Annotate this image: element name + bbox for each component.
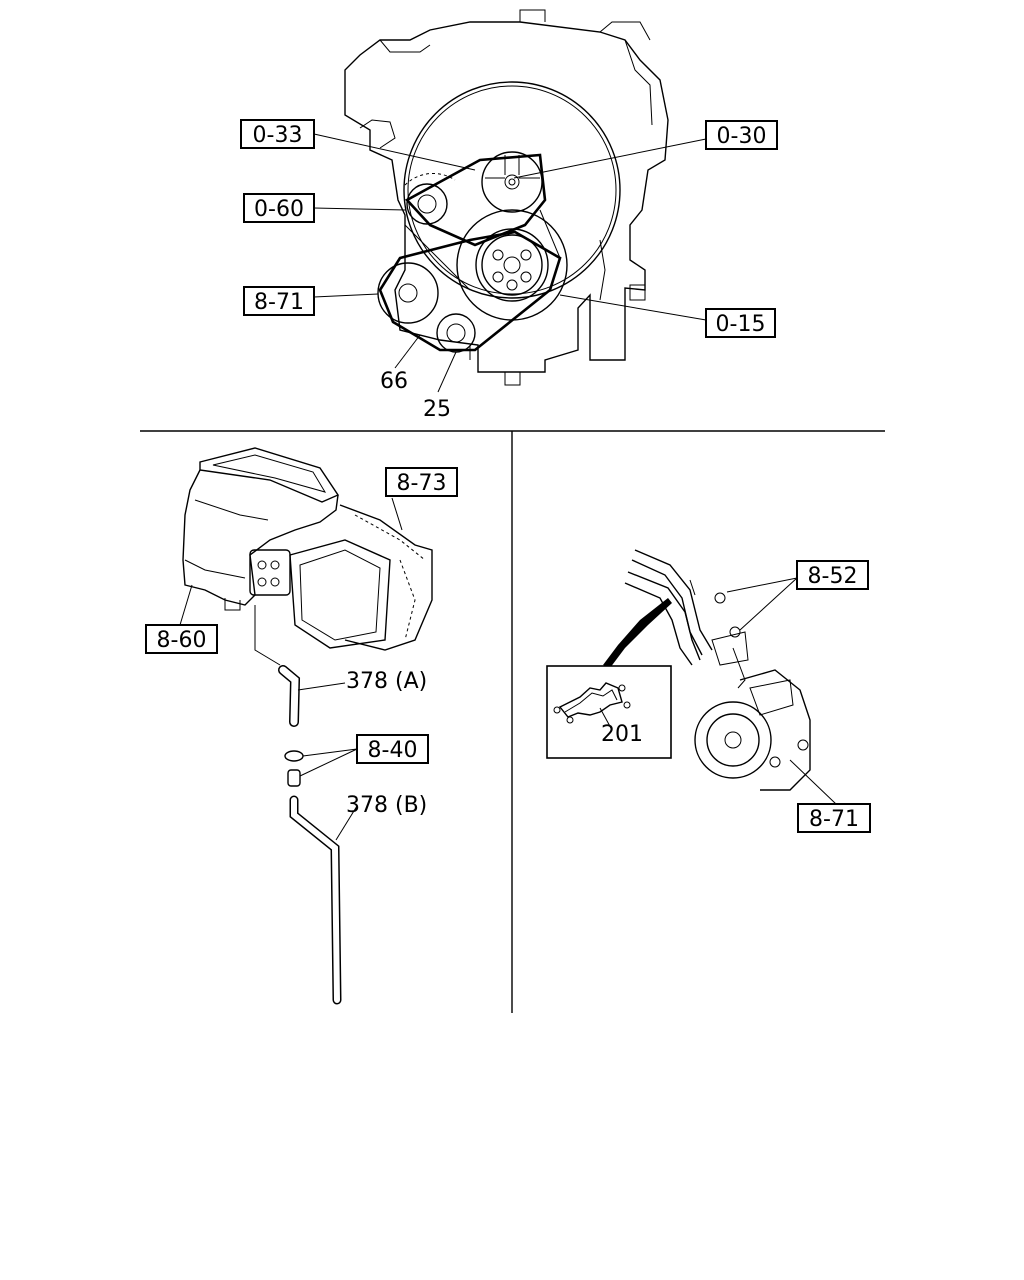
callout-8-71-top: 8-71 <box>243 286 315 316</box>
callout-8-71-top-text: 8-71 <box>254 290 304 315</box>
callout-8-73: 8-73 <box>385 467 458 497</box>
label-378b: 378 (B) <box>346 793 427 818</box>
callout-0-15: 0-15 <box>705 308 776 338</box>
callout-0-15-text: 0-15 <box>716 312 766 337</box>
drain-hose-b <box>289 795 342 1005</box>
heater-unit-assembly <box>182 447 433 666</box>
callout-8-60: 8-60 <box>145 624 218 654</box>
leader-lines-bottom-left <box>179 497 403 841</box>
callout-8-52: 8-52 <box>796 560 869 590</box>
callout-8-73-text: 8-73 <box>397 471 447 496</box>
engine-belt-assembly <box>344 9 669 386</box>
refrigerant-hoses <box>624 549 749 689</box>
leader-lines-top <box>313 133 707 393</box>
callout-0-60-text: 0-60 <box>254 197 304 222</box>
drain-hose-a <box>278 665 301 727</box>
callout-0-60: 0-60 <box>243 193 315 223</box>
callout-8-52-text: 8-52 <box>808 564 858 589</box>
callout-8-71-bottom: 8-71 <box>797 803 871 833</box>
callout-0-30: 0-30 <box>705 120 778 150</box>
arrow-to-inset <box>603 598 672 668</box>
label-66: 66 <box>380 369 408 394</box>
callout-8-40: 8-40 <box>356 734 429 764</box>
inset-box <box>546 665 672 759</box>
callout-8-71-bottom-text: 8-71 <box>809 807 859 832</box>
label-25: 25 <box>423 397 451 422</box>
callout-8-60-text: 8-60 <box>157 628 207 653</box>
leader-lines-bottom-right <box>726 577 837 805</box>
label-201: 201 <box>601 722 643 747</box>
compressor <box>694 669 811 791</box>
label-378a: 378 (A) <box>346 669 427 694</box>
callout-0-33: 0-33 <box>240 119 315 149</box>
hose-clip <box>284 750 304 787</box>
callout-0-33-text: 0-33 <box>253 123 303 148</box>
callout-8-40-text: 8-40 <box>368 738 418 763</box>
callout-0-30-text: 0-30 <box>717 124 767 149</box>
